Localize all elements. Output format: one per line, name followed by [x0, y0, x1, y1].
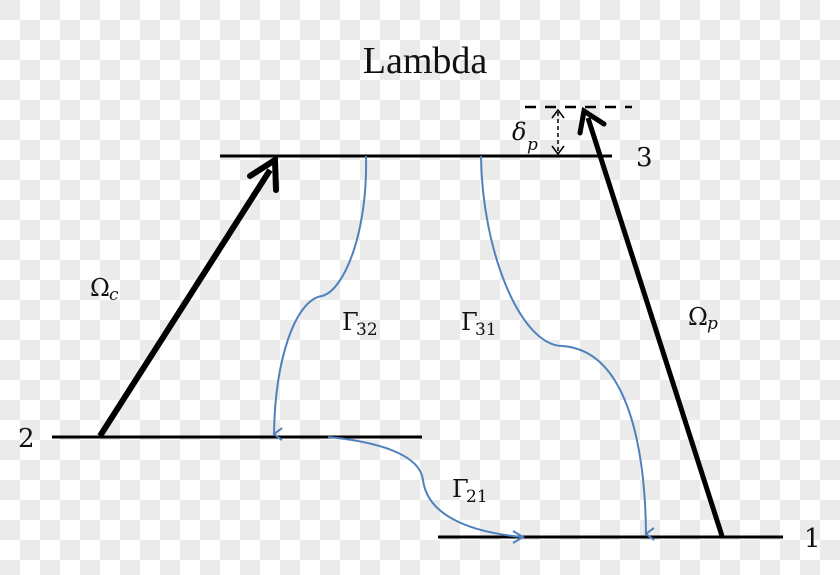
svg-text:21: 21 [466, 487, 488, 507]
level-1-label: 1 [804, 524, 821, 554]
svg-text:p: p [527, 135, 538, 155]
svg-text:Ω: Ω [90, 274, 110, 302]
decay-31-arrow [480, 155, 655, 541]
decay-31-label: Γ 31 [461, 308, 497, 340]
level-2-label: 2 [18, 424, 35, 454]
probe-laser-arrow [577, 106, 725, 537]
decay-32-label: Γ 32 [342, 308, 378, 340]
svg-text:Ω: Ω [688, 303, 708, 331]
coupling-laser-arrow [97, 154, 279, 438]
decay-21-label: Γ 21 [452, 475, 488, 507]
svg-text:p: p [707, 314, 718, 334]
detuning-label: δ p [512, 118, 538, 155]
svg-text:δ: δ [512, 118, 526, 146]
level-3-label: 3 [636, 143, 653, 173]
svg-text:Γ: Γ [461, 308, 478, 336]
detuning-arrow [551, 108, 565, 156]
decay-21-arrow [327, 436, 523, 538]
svg-text:c: c [109, 285, 119, 305]
svg-text:31: 31 [475, 320, 497, 340]
svg-text:Γ: Γ [342, 308, 359, 336]
svg-text:32: 32 [356, 320, 378, 340]
coupling-label: Ω c [90, 274, 119, 305]
decay-21-arrowhead-icon [512, 530, 525, 544]
diagram-title: Lambda [363, 40, 488, 82]
decay-32-arrow [272, 155, 368, 441]
probe-label: Ω p [688, 303, 718, 334]
svg-text:Γ: Γ [452, 475, 469, 503]
